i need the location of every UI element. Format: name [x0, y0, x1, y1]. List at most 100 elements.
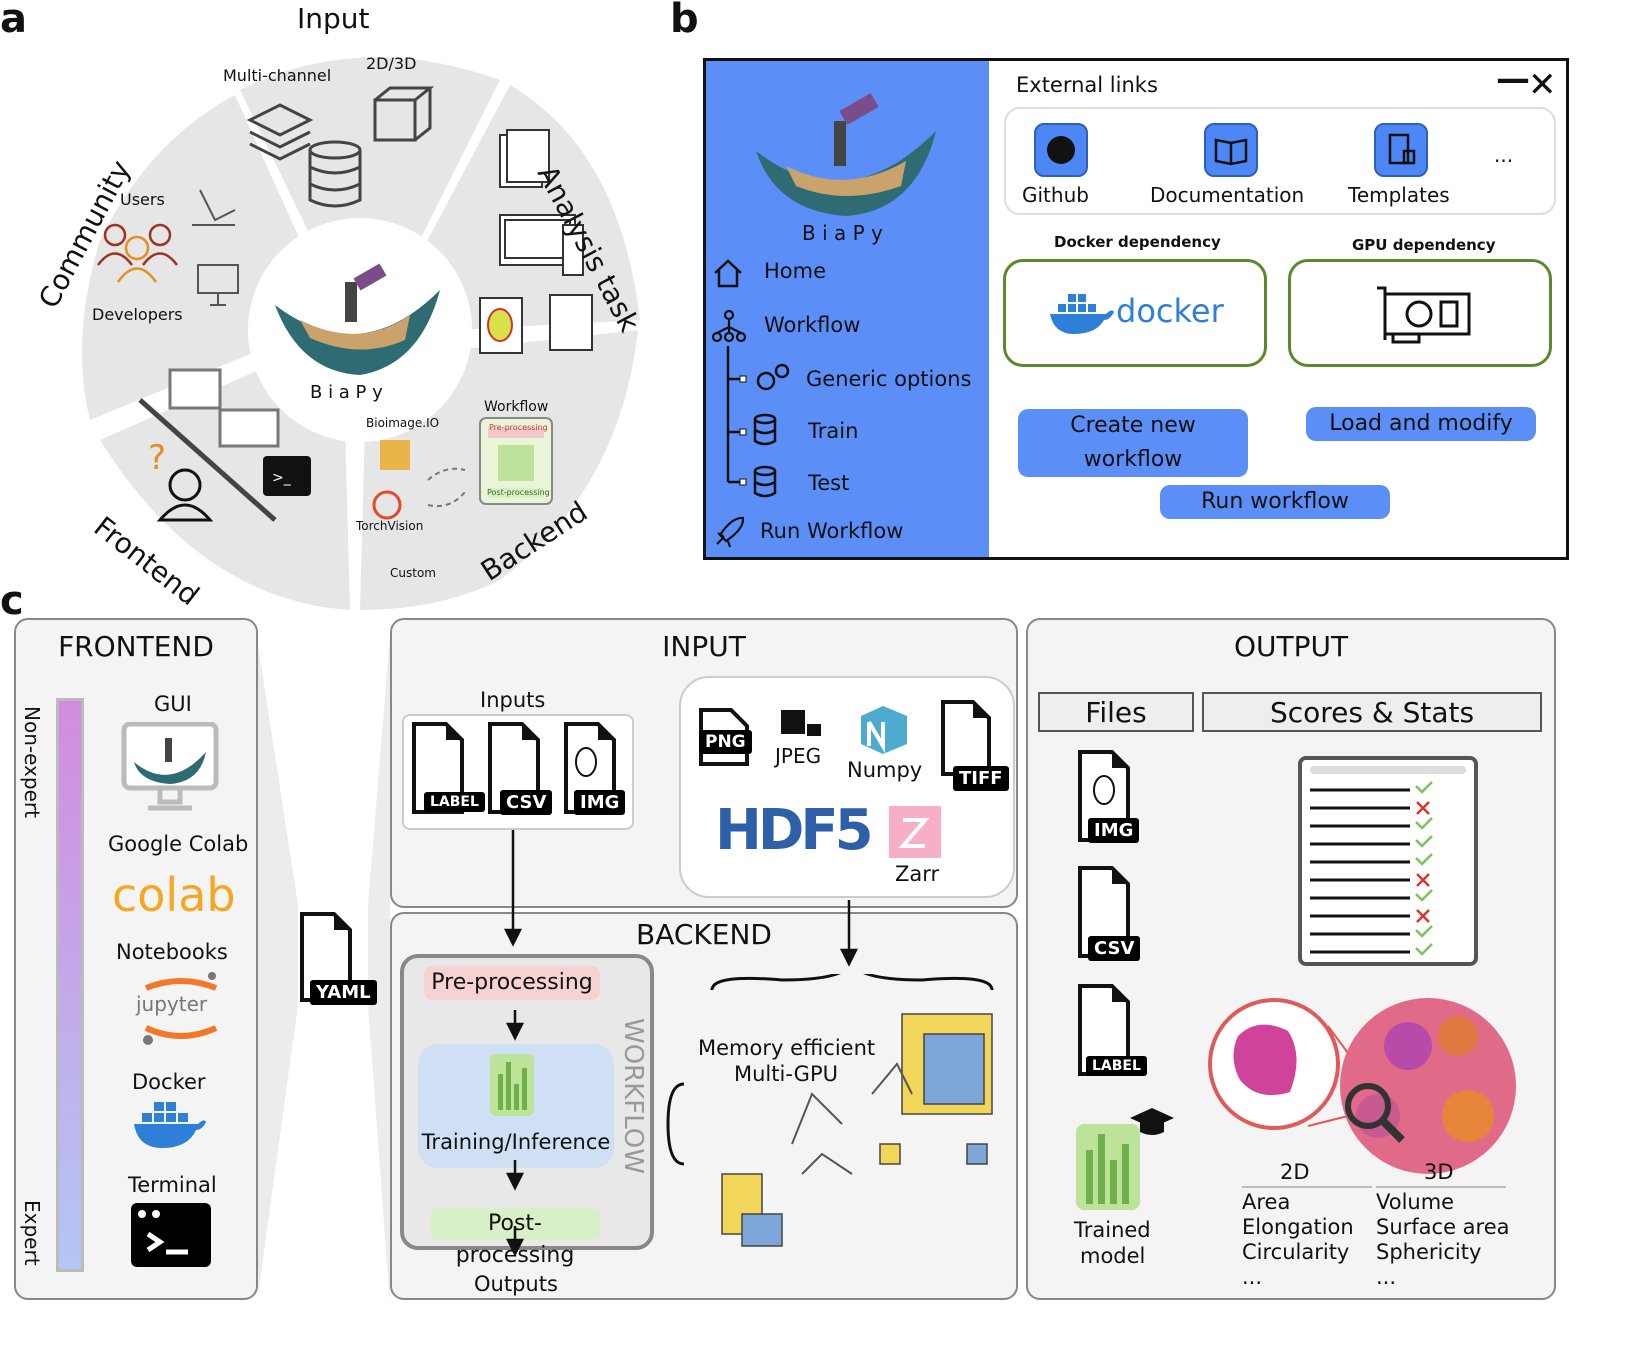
- metric-2d: Circularity: [1242, 1240, 1350, 1264]
- docker-dependency-box[interactable]: docker: [1003, 259, 1267, 367]
- center-brand-label: B i a P y: [310, 382, 383, 403]
- link-templates[interactable]: Templates: [1344, 115, 1464, 209]
- docker-whale-icon: [1050, 294, 1114, 334]
- rocket-icon: [716, 516, 745, 548]
- expertise-scale-bar: [56, 698, 84, 1272]
- formats-box: PNG JPEG Numpy TIFF HDF5 Zarr: [679, 676, 1015, 898]
- docker-wordmark: docker: [1116, 292, 1224, 330]
- nav-test[interactable]: Test: [752, 465, 982, 501]
- jupyter-icon: [143, 972, 218, 1045]
- nav-generic-label: Generic options: [806, 367, 972, 391]
- nav-workflow[interactable]: Workflow: [712, 309, 982, 343]
- sector-input: [240, 57, 500, 240]
- link-docs-label: Documentation: [1150, 183, 1305, 207]
- memory-efficient-label: Memory efficient: [698, 1036, 876, 1060]
- link-documentation[interactable]: Documentation: [1146, 115, 1316, 209]
- metric-2d: Elongation: [1242, 1215, 1354, 1239]
- tiff-file-icon: [941, 700, 991, 776]
- load-modify-button[interactable]: Load and modify: [1306, 407, 1536, 441]
- cell-illustration: [1208, 998, 1516, 1174]
- nav-generic-options[interactable]: Generic options: [752, 361, 982, 397]
- metric-3d: Surface area: [1376, 1215, 1510, 1239]
- terminal-icon: [131, 1203, 211, 1267]
- trained-label: Trained: [1074, 1218, 1151, 1242]
- hdf5-logo: HDF5: [715, 798, 874, 863]
- numpy-icon: [861, 706, 907, 754]
- multichannel-label: Multi-channel: [223, 66, 332, 85]
- nav-train-label: Train: [808, 419, 859, 443]
- metric-2d: ...: [1242, 1265, 1263, 1289]
- bioimage-label: Bioimage.IO: [366, 416, 440, 430]
- biapy-window: B i a P y Home Workflow Generic options …: [703, 58, 1569, 560]
- backend-title: BACKEND: [636, 918, 772, 951]
- terminal-label: Terminal: [128, 1173, 217, 1197]
- developers-label: Developers: [92, 305, 183, 324]
- output-file-icons: [1078, 750, 1130, 1076]
- trained-model-icon: [1076, 1108, 1174, 1210]
- metric-3d: Volume: [1376, 1190, 1455, 1214]
- csv-tag: CSV: [500, 790, 553, 815]
- custom-label: Custom: [390, 566, 436, 580]
- link-github-label: Github: [1022, 183, 1089, 207]
- template-icon: [1374, 123, 1428, 177]
- inputs-files-box: LABEL CSV IMG: [402, 714, 634, 830]
- nav-home[interactable]: Home: [712, 257, 982, 289]
- flow-arrows: [503, 830, 859, 1257]
- metric-3d: ...: [1376, 1265, 1397, 1289]
- zarr-icon: [889, 806, 941, 858]
- col-3d-title: 3D: [1424, 1160, 1454, 1184]
- colab-logo: colab: [112, 868, 236, 922]
- inputs-label: Inputs: [480, 688, 546, 712]
- nav-workflow-label: Workflow: [764, 313, 861, 337]
- label-tag: LABEL: [424, 792, 485, 812]
- docker-dependency-label: Docker dependency: [1054, 233, 1221, 251]
- preprocessing-step: Pre-processing: [424, 966, 600, 1000]
- yaml-file-icon: [300, 912, 352, 1002]
- gpu-icon: [1377, 286, 1471, 344]
- output-title: OUTPUT: [1233, 630, 1349, 663]
- colab-label: Google Colab: [108, 832, 249, 856]
- output-label-tag: LABEL: [1086, 1056, 1147, 1076]
- col-2d-title: 2D: [1280, 1160, 1310, 1184]
- nav-home-label: Home: [764, 259, 827, 283]
- minimize-button[interactable]: —: [1496, 59, 1530, 99]
- question-icon: ?: [148, 438, 167, 478]
- scale-top-label: Non-expert: [20, 706, 44, 818]
- svg-text:>_: >_: [272, 470, 292, 486]
- link-github[interactable]: Github: [1016, 115, 1106, 209]
- external-links-title: External links: [1016, 73, 1158, 97]
- metric-3d: Sphericity: [1376, 1240, 1482, 1264]
- numpy-label: Numpy: [847, 758, 923, 782]
- workflow-container: Pre-processing Training/Inference Post-p…: [400, 954, 654, 1268]
- nav-run-workflow[interactable]: Run Workflow: [712, 515, 982, 551]
- more-links[interactable]: ...: [1494, 143, 1514, 167]
- gpu-dependency-box[interactable]: [1288, 259, 1552, 367]
- model-label: model: [1080, 1244, 1146, 1268]
- img-tag: IMG: [574, 790, 626, 815]
- metric-2d: Area: [1242, 1190, 1291, 1214]
- close-button[interactable]: ✕: [1528, 65, 1557, 105]
- panel-c-letter: c: [0, 578, 24, 624]
- torchvision-label: TorchVision: [356, 519, 424, 533]
- outputs-label: Outputs: [474, 1272, 558, 1296]
- scores-checklist: [1298, 756, 1478, 966]
- gpu-dependency-label: GPU dependency: [1352, 236, 1496, 254]
- database-icon: [753, 465, 777, 498]
- link-templates-label: Templates: [1348, 183, 1450, 207]
- home-icon: [714, 259, 742, 288]
- docker-label: Docker: [132, 1070, 206, 1094]
- create-workflow-button[interactable]: Create new workflow: [1018, 409, 1248, 477]
- panel-a-letter: a: [0, 0, 27, 42]
- jpeg-icon: [781, 710, 821, 736]
- panel-b-letter: b: [670, 0, 699, 42]
- model-icon: [490, 1054, 534, 1116]
- segment-input-label: Input: [297, 2, 370, 35]
- col-2d-rule: [1242, 1186, 1372, 1188]
- yaml-tag: YAML: [310, 980, 377, 1005]
- run-workflow-button[interactable]: Run workflow: [1160, 485, 1390, 519]
- png-tag: PNG: [699, 730, 752, 754]
- nav-train[interactable]: Train: [752, 413, 982, 449]
- files-header: Files: [1038, 692, 1194, 732]
- backend-box: BACKEND Pre-processing Training/Inferenc…: [390, 912, 1018, 1300]
- tiff-tag: TIFF: [953, 766, 1009, 791]
